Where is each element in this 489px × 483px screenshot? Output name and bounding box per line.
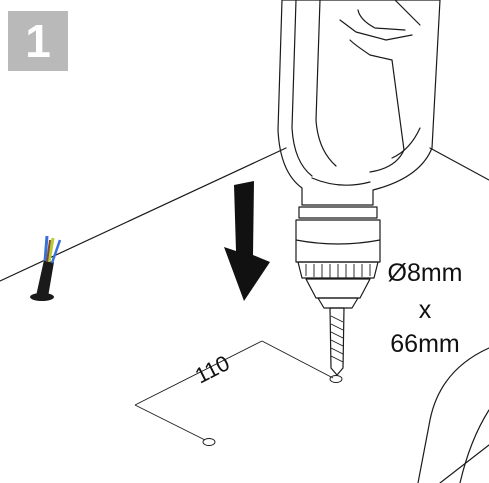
- dimension-label: 110: [191, 350, 234, 388]
- step-number-badge: 1: [8, 11, 68, 71]
- down-arrow-icon: [224, 181, 270, 301]
- partial-object: [417, 347, 489, 483]
- drill-hole-2: [202, 438, 216, 446]
- cable-icon: [30, 235, 62, 301]
- dimension-lines: [134, 340, 334, 441]
- drill-bit-length: 66mm: [390, 330, 460, 358]
- drill-holes: [202, 375, 343, 446]
- drill-bit-diameter: Ø8mm: [387, 259, 463, 287]
- drill-icon: [277, 0, 441, 376]
- drill-hole-1: [329, 375, 343, 383]
- drill-bit-times: x: [418, 296, 432, 324]
